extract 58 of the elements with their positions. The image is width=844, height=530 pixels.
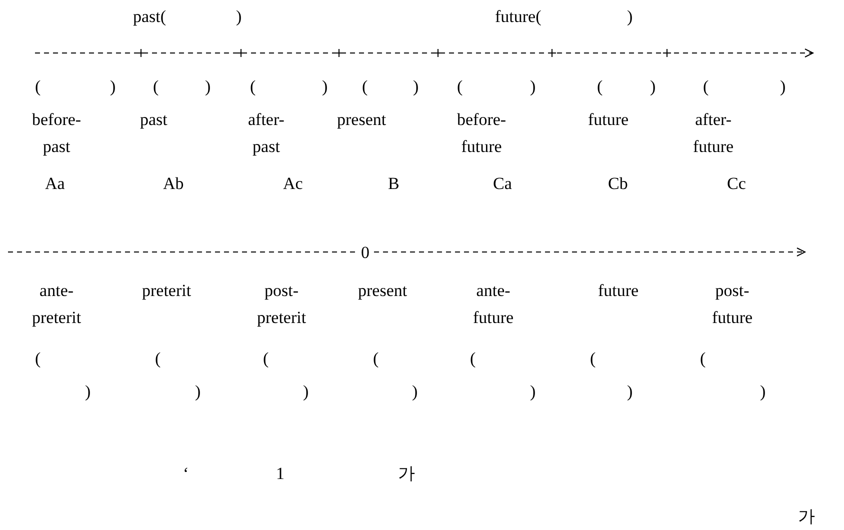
tense-code: Aa (45, 173, 65, 195)
tense-name: present (358, 280, 408, 302)
parenthesis: ( (153, 76, 159, 98)
tense-name: before- past (32, 109, 82, 158)
tense-code: Cc (727, 173, 746, 195)
tense-name: ante- future (473, 280, 514, 329)
parenthesis: ( (35, 76, 41, 98)
parenthesis: ) (85, 381, 91, 403)
tense-code: Cb (608, 173, 628, 195)
tense-name: after- past (248, 109, 284, 158)
tense-code: Ac (283, 173, 303, 195)
note-text: 1 (276, 463, 284, 485)
group-heading: ) (236, 6, 242, 28)
parenthesis: ( (263, 348, 269, 370)
tense-code: Ca (493, 173, 512, 195)
tense-name: post- future (712, 280, 753, 329)
parenthesis: ) (303, 381, 309, 403)
parenthesis: ) (650, 76, 656, 98)
note-text: ‘ (183, 463, 189, 485)
tense-name: after- future (693, 109, 734, 158)
parenthesis: ( (457, 76, 463, 98)
parenthesis: ( (362, 76, 368, 98)
parenthesis: ) (322, 76, 328, 98)
tense-name: present (337, 109, 386, 131)
parenthesis: ) (530, 381, 536, 403)
group-heading: past( (133, 6, 166, 28)
tense-name: ante- preterit (32, 280, 82, 329)
origin-label: 0 (361, 242, 370, 264)
parenthesis: ( (703, 76, 709, 98)
parenthesis: ) (780, 76, 786, 98)
tense-code: B (388, 173, 400, 195)
parenthesis: ( (35, 348, 41, 370)
parenthesis: ( (700, 348, 706, 370)
parenthesis: ( (155, 348, 161, 370)
parenthesis: ) (760, 381, 766, 403)
note-text: 가 (798, 506, 815, 528)
group-heading: ) (627, 6, 633, 28)
parenthesis: ) (205, 76, 211, 98)
group-heading: future( (495, 6, 542, 28)
parenthesis: ) (110, 76, 116, 98)
parenthesis: ) (195, 381, 201, 403)
tense-code: Ab (163, 173, 184, 195)
parenthesis: ) (412, 381, 418, 403)
parenthesis: ( (250, 76, 256, 98)
parenthesis: ) (530, 76, 536, 98)
parenthesis: ( (590, 348, 596, 370)
tense-name: past (140, 109, 168, 131)
parenthesis: ) (627, 381, 633, 403)
tense-name: preterit (142, 280, 192, 302)
tense-name: future (588, 109, 629, 131)
tense-name: future (598, 280, 639, 302)
parenthesis: ) (413, 76, 419, 98)
parenthesis: ( (597, 76, 603, 98)
parenthesis: ( (373, 348, 379, 370)
parenthesis: ( (470, 348, 476, 370)
note-text: 가 (398, 463, 415, 485)
tense-name: before- future (457, 109, 506, 158)
tense-name: post- preterit (257, 280, 306, 329)
